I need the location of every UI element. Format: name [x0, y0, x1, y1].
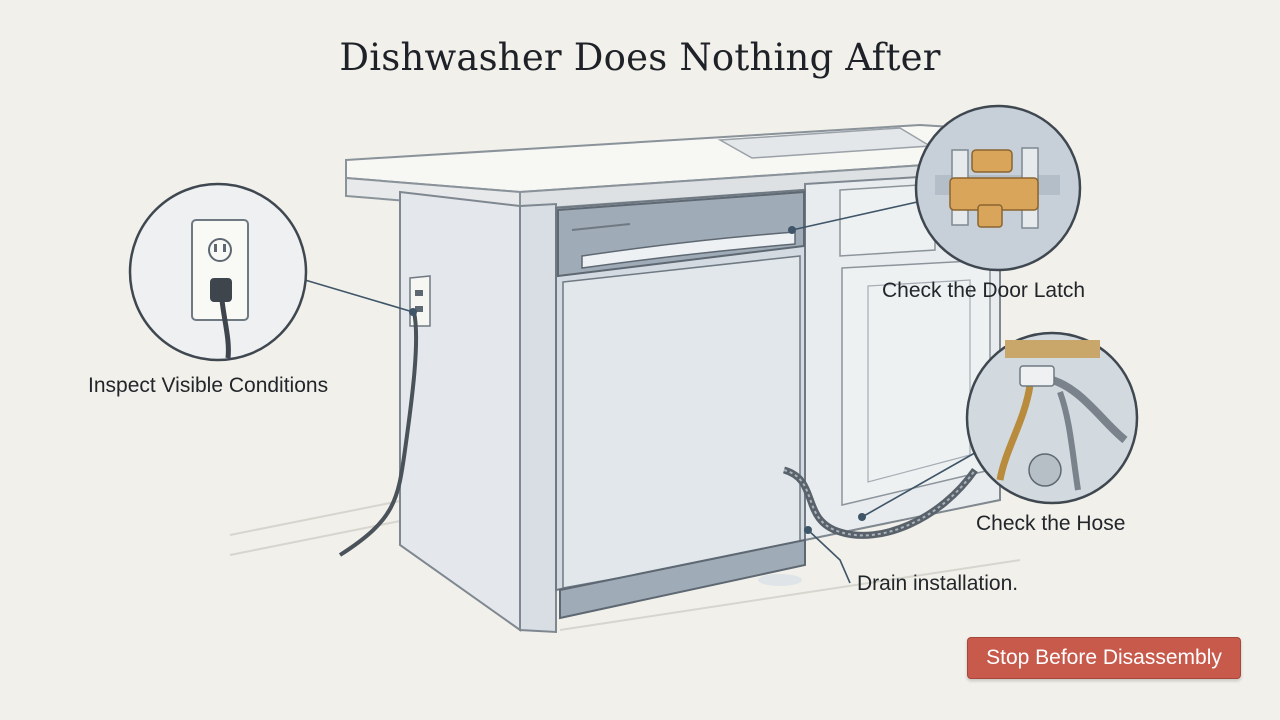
page-title: Dishwasher Does Nothing After [339, 36, 941, 79]
left-cabinet [399, 190, 557, 634]
inset-hose [965, 331, 1139, 505]
stop-before-disassembly-button[interactable]: Stop Before Disassembly [967, 637, 1241, 679]
wall-outlet [409, 275, 431, 327]
door-latch-label: Check the Door Latch [882, 279, 1086, 302]
inspect-visible-conditions-label: Inspect Visible Conditions [88, 374, 329, 397]
dishwasher [555, 188, 806, 620]
leader-dots [409, 226, 866, 534]
inset-outlet [128, 182, 308, 362]
callout-leaders [304, 197, 981, 584]
inset-latch [914, 104, 1082, 272]
power-cord [338, 311, 419, 557]
drain-installation-label: Drain installation. [857, 572, 1019, 595]
hose-label: Check the Hose [976, 512, 1126, 535]
